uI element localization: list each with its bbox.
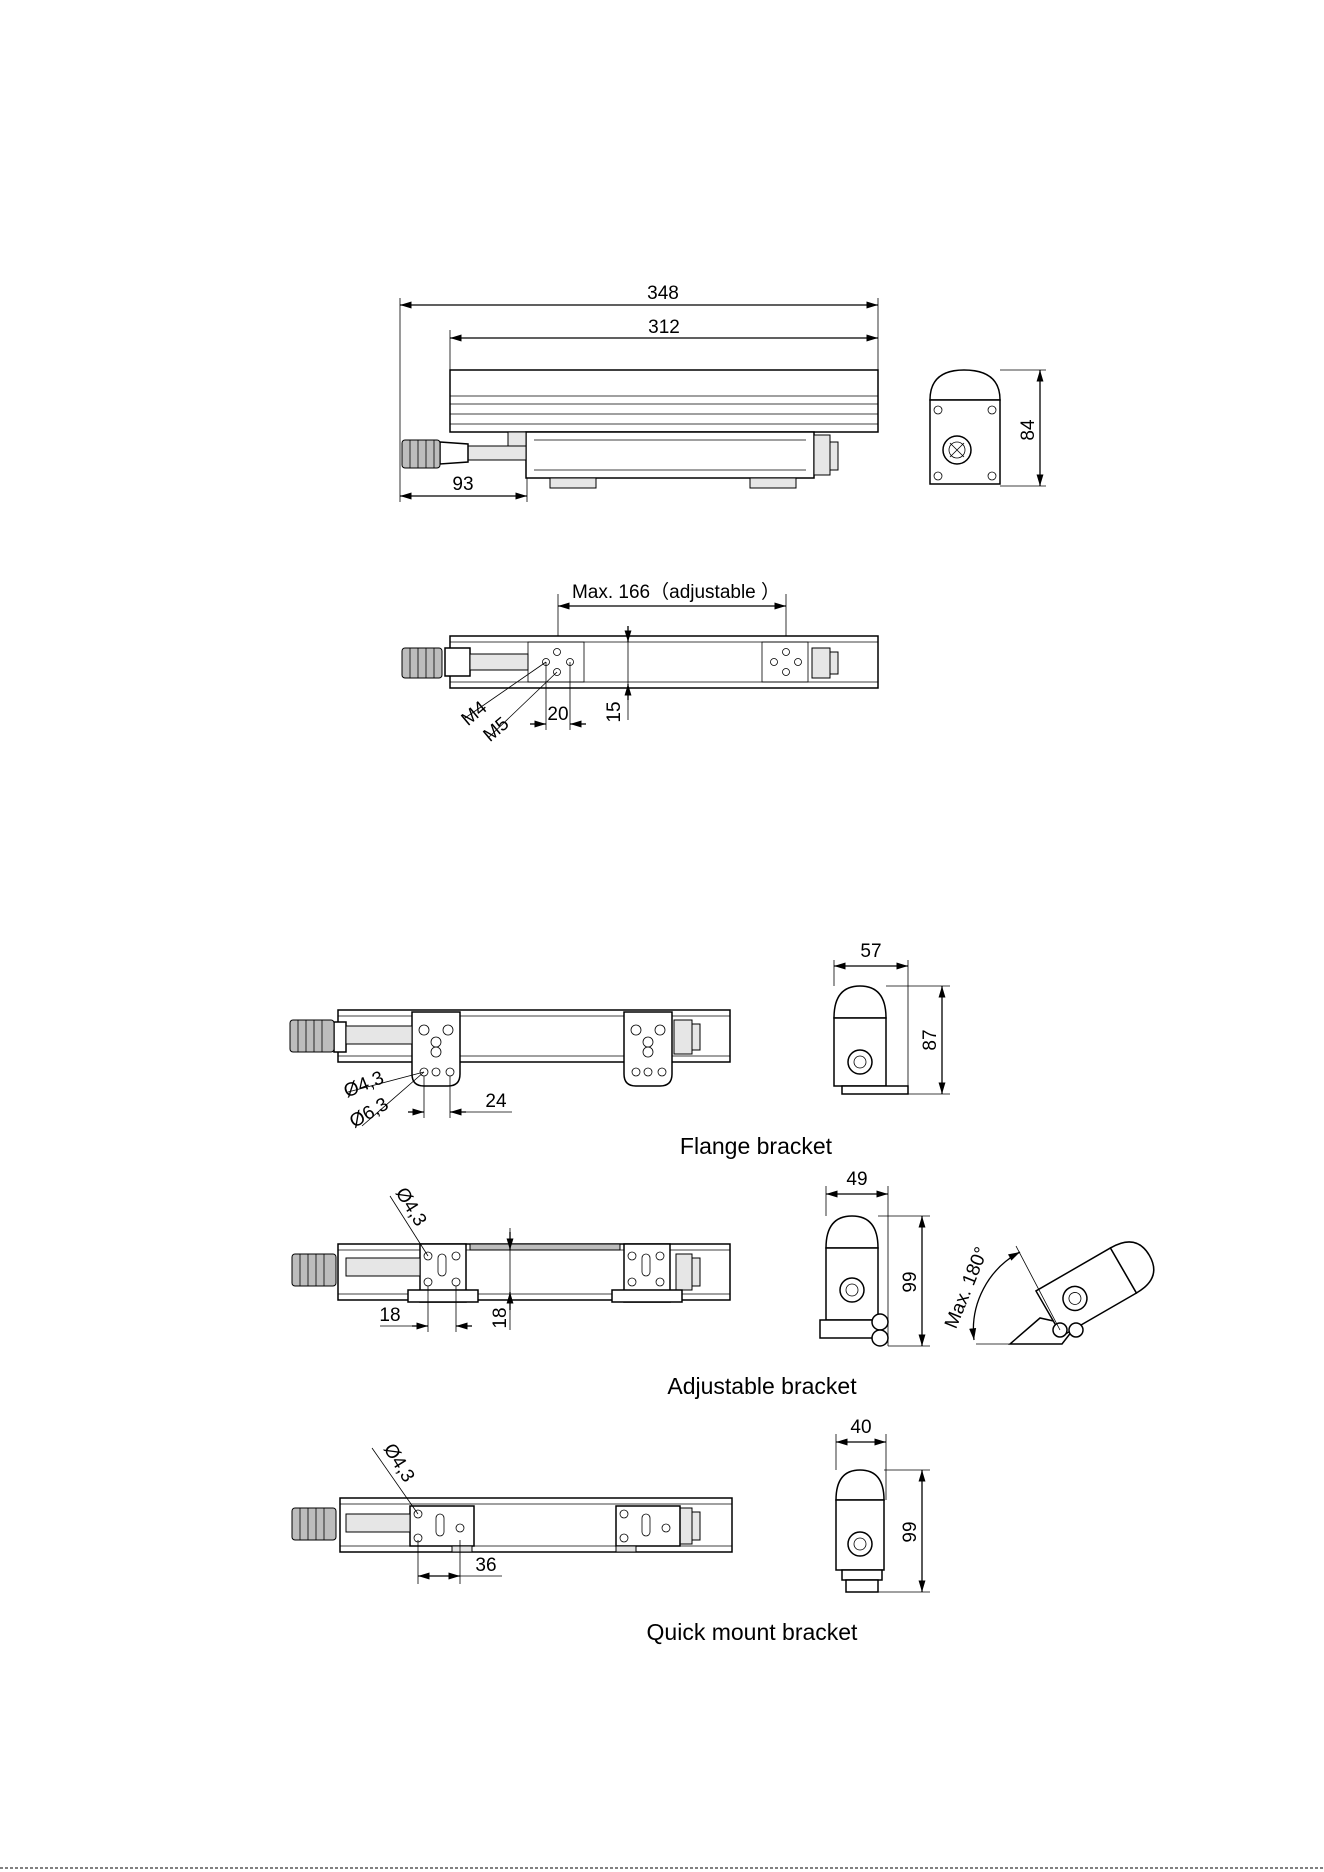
side-view: 348 312 93 — [400, 283, 878, 502]
dim-15-label: 15 — [604, 701, 625, 722]
flange-dim-57: 57 — [860, 941, 881, 962]
cable — [468, 446, 526, 460]
quick-caption: Quick mount bracket — [647, 1619, 859, 1645]
quick-bracket-left — [410, 1506, 474, 1546]
end-view-top: 84 — [930, 370, 1046, 486]
adjustable-dim-18b: 18 — [490, 1307, 511, 1328]
dim-84-label: 84 — [1018, 419, 1039, 441]
flange-bracket-view: Ø4,3 Ø6,3 24 57 87 Flange bracket — [290, 941, 950, 1159]
adjustable-dim-49: 49 — [846, 1169, 867, 1190]
adjustable-caption: Adjustable bracket — [667, 1373, 857, 1399]
housing-body — [526, 432, 814, 478]
quick-dia-43: Ø4,3 — [379, 1440, 419, 1486]
flange-caption: Flange bracket — [680, 1133, 833, 1159]
light-bar-body — [450, 370, 878, 432]
dim-312-label: 312 — [648, 317, 680, 338]
adjustable-dim-18a: 18 — [379, 1305, 400, 1326]
quick-dim-36: 36 — [475, 1555, 496, 1576]
plan-view: Max. 166（adjustable ） M4 M5 — [402, 581, 878, 746]
quick-bracket-right — [616, 1506, 680, 1546]
flange-dim-87: 87 — [920, 1029, 941, 1050]
lens-dome — [930, 370, 1000, 400]
adjustable-dim-99: 99 — [900, 1271, 921, 1292]
dim-20-label: 20 — [547, 704, 568, 725]
dim-max166-label: Max. 166（adjustable ） — [572, 581, 780, 603]
dim-348-label: 348 — [647, 283, 679, 304]
quick-dim-40: 40 — [850, 1417, 871, 1438]
adjustable-bracket-view: Ø4,3 18 18 49 99 — [292, 1169, 1162, 1399]
flange-dim-24: 24 — [485, 1091, 507, 1112]
dim-93-label: 93 — [452, 474, 473, 495]
adjustable-angle-label: Max. 180° — [941, 1244, 993, 1331]
quick-dim-99: 99 — [900, 1521, 921, 1542]
quick-mount-bracket-view: Ø4,3 36 40 99 Quick mount bracket — [292, 1417, 930, 1645]
